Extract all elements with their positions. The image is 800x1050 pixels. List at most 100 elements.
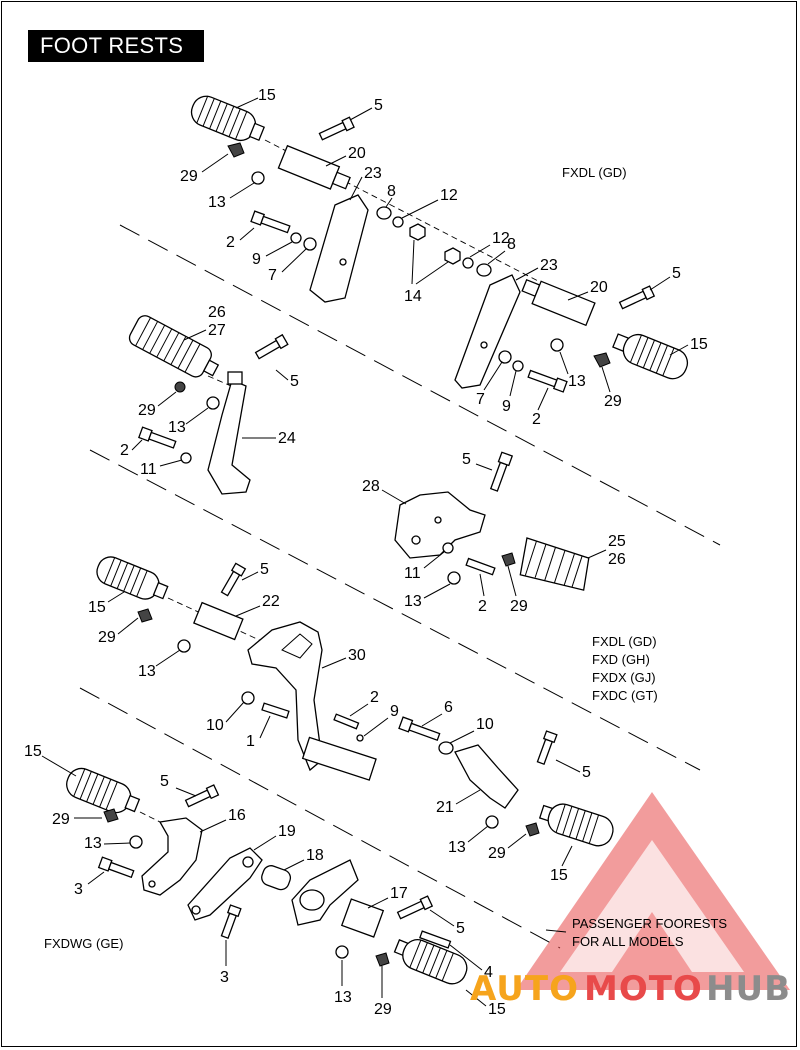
logo-word-hub: HUB — [706, 969, 791, 1009]
svg-text:29: 29 — [604, 393, 622, 410]
svg-text:13: 13 — [84, 835, 102, 852]
nut-14 — [409, 223, 426, 241]
svg-text:5: 5 — [462, 451, 471, 468]
footpeg-15-top-left — [190, 95, 266, 142]
svg-text:15: 15 — [88, 599, 106, 616]
callouts-section-1: 15 5 29 20 13 23 8 12 2 9 7 14 12 8 23 5… — [180, 87, 708, 428]
svg-text:15: 15 — [690, 336, 708, 353]
svg-text:13: 13 — [448, 839, 466, 856]
svg-text:3: 3 — [220, 969, 229, 986]
bracket-23-right — [454, 274, 521, 389]
svg-text:FXDX (GJ): FXDX (GJ) — [592, 670, 656, 685]
bolt-2 — [250, 210, 291, 234]
svg-text:13: 13 — [208, 194, 226, 211]
washer-8 — [376, 206, 392, 220]
svg-text:12: 12 — [440, 187, 458, 204]
bracket-28 — [394, 491, 486, 559]
svg-text:15: 15 — [488, 1001, 506, 1018]
svg-text:13: 13 — [404, 593, 422, 610]
svg-text:9: 9 — [502, 398, 511, 415]
washer-29-s2 — [174, 381, 186, 393]
svg-text:7: 7 — [476, 391, 485, 408]
model-list-mid: FXDL (GD) FXD (GH) FXDX (GJ) FXDC (GT) — [592, 634, 658, 703]
footpeg-15-s4-right — [393, 939, 468, 985]
svg-text:22: 22 — [262, 593, 280, 610]
svg-text:2: 2 — [226, 234, 235, 251]
svg-text:29: 29 — [52, 811, 70, 828]
svg-text:FOR ALL MODELS: FOR ALL MODELS — [572, 934, 684, 949]
svg-text:23: 23 — [364, 165, 382, 182]
footpeg-15-s4-left — [66, 767, 141, 814]
footpeg-25-26 — [519, 537, 590, 591]
svg-text:PASSENGER FOORESTS: PASSENGER FOORESTS — [572, 916, 727, 931]
section-divider-2 — [89, 449, 701, 771]
svg-text:24: 24 — [278, 430, 296, 447]
svg-text:21: 21 — [436, 799, 454, 816]
svg-text:2: 2 — [478, 598, 487, 615]
callouts-section-4: 15 5 16 29 13 19 18 3 17 5 3 4 13 29 15 — [24, 743, 506, 1018]
svg-text:13: 13 — [334, 989, 352, 1006]
footpeg-15-top-right — [612, 333, 689, 380]
svg-text:15: 15 — [258, 87, 276, 104]
svg-text:2: 2 — [532, 411, 541, 428]
bracket-21 — [454, 744, 519, 809]
svg-text:8: 8 — [507, 236, 516, 253]
svg-text:20: 20 — [348, 145, 366, 162]
model-label-top: FXDL (GD) — [562, 165, 627, 180]
svg-text:1: 1 — [246, 733, 255, 750]
svg-text:5: 5 — [456, 920, 465, 937]
washer-9 — [290, 232, 302, 244]
link-19 — [187, 847, 263, 921]
svg-text:29: 29 — [374, 1001, 392, 1018]
clevis-20-right — [521, 278, 596, 327]
svg-text:20: 20 — [590, 279, 608, 296]
svg-text:29: 29 — [138, 402, 156, 419]
bolt-5 — [318, 116, 355, 141]
model-label-bottom: FXDWG (GE) — [44, 936, 123, 951]
bushing-18 — [261, 865, 292, 891]
bracket-23-left — [309, 194, 369, 303]
svg-text:25: 25 — [608, 533, 626, 550]
svg-text:5: 5 — [582, 764, 591, 781]
page-title: FOOT RESTS — [28, 30, 204, 62]
svg-text:13: 13 — [168, 419, 186, 436]
svg-text:16: 16 — [228, 807, 246, 824]
callouts-section-2: 26 27 5 29 13 24 2 11 5 28 25 26 11 13 2… — [120, 304, 626, 615]
svg-text:28: 28 — [362, 478, 380, 495]
washer-29 — [227, 142, 245, 158]
passenger-footrests-note: PASSENGER FOORESTS FOR ALL MODELS — [545, 916, 727, 949]
svg-text:FXD (GH): FXD (GH) — [592, 652, 650, 667]
svg-text:13: 13 — [568, 373, 586, 390]
svg-text:5: 5 — [374, 97, 383, 114]
bracket-24 — [207, 379, 251, 495]
svg-text:27: 27 — [208, 322, 226, 339]
svg-text:10: 10 — [206, 717, 224, 734]
nut-14-right — [444, 247, 461, 265]
washer-12 — [392, 216, 404, 228]
svg-text:4: 4 — [484, 964, 493, 981]
section-divider-3 — [79, 687, 561, 949]
callouts-section-3: 5 15 22 29 13 30 2 9 10 1 6 10 5 21 13 2… — [88, 561, 591, 884]
svg-text:6: 6 — [444, 699, 453, 716]
svg-text:7: 7 — [268, 267, 277, 284]
svg-text:3: 3 — [74, 881, 83, 898]
washer-7 — [303, 237, 317, 251]
svg-text:9: 9 — [390, 703, 399, 720]
footpeg-15-s3-right — [538, 803, 614, 847]
svg-text:29: 29 — [510, 598, 528, 615]
svg-text:23: 23 — [540, 257, 558, 274]
svg-text:10: 10 — [476, 716, 494, 733]
svg-text:18: 18 — [306, 847, 324, 864]
nut-13 — [251, 171, 265, 185]
logo-word-auto: AUTO — [470, 969, 579, 1009]
svg-text:30: 30 — [348, 647, 366, 664]
svg-text:2: 2 — [120, 442, 129, 459]
footpeg-15-s3-left — [96, 556, 169, 600]
svg-text:15: 15 — [24, 743, 42, 760]
clevis-22 — [193, 601, 244, 641]
svg-text:5: 5 — [290, 373, 299, 390]
svg-text:2: 2 — [370, 689, 379, 706]
